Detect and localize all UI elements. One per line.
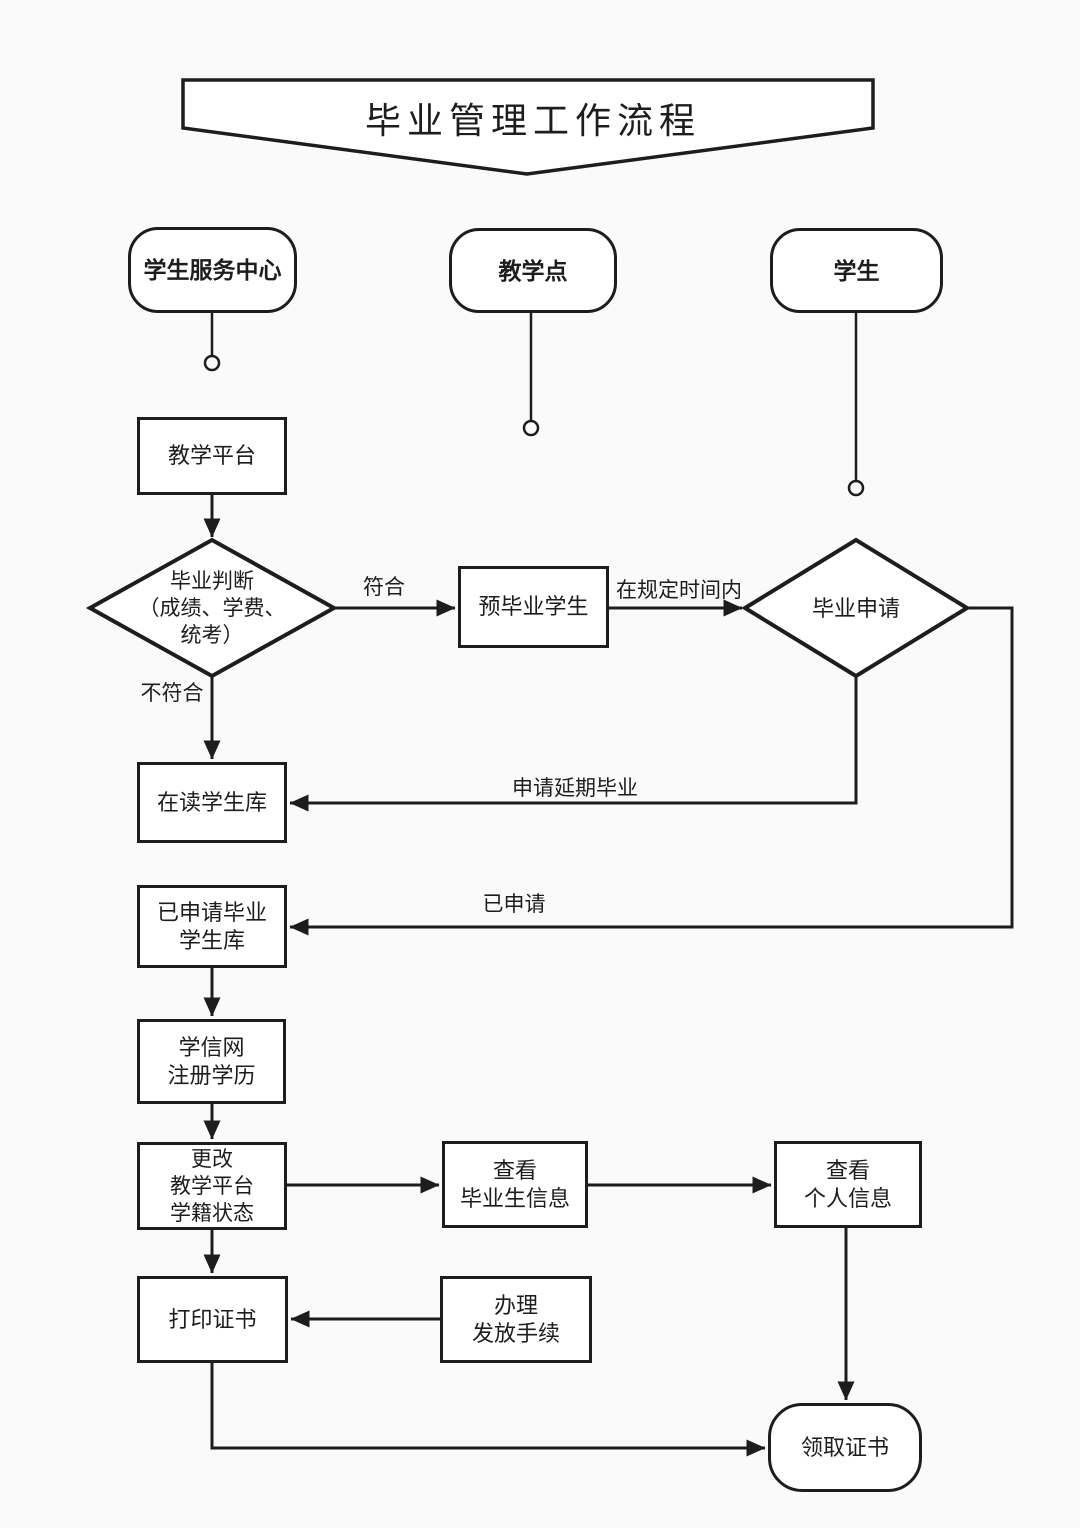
lifeline-end-student — [847, 479, 865, 497]
edge-apply-to-enrolled-db — [289, 676, 858, 812]
page-title: 毕业管理工作流程 — [364, 101, 701, 141]
diamond-label-graduation-judgment: 毕业判断 （成绩、学费、 统考） — [138, 569, 286, 647]
title-banner-shape — [181, 78, 875, 176]
lifeline-end-service-center — [203, 354, 221, 372]
node-view-personal-info: 查看 个人信息 — [774, 1141, 922, 1228]
node-applied-graduation-db: 已申请毕业 学生库 — [137, 885, 287, 968]
edge-label-qualified: 符合 — [363, 576, 405, 599]
lifeline-end-teaching-point — [522, 419, 540, 437]
diamond-label-graduation-apply: 毕业申请 — [811, 595, 900, 621]
node-xuexin-register-qualification: 学信网 注册学历 — [137, 1019, 286, 1104]
node-print-certificate: 打印证书 — [137, 1276, 288, 1363]
node-change-enrollment-status: 更改 教学平台 学籍状态 — [137, 1142, 287, 1230]
node-view-graduate-info: 查看 毕业生信息 — [442, 1141, 588, 1228]
edge-apply-to-applied-db — [289, 606, 1014, 936]
lane-header-student: 学生 — [770, 228, 943, 313]
lane-header-service-center: 学生服务中心 — [128, 227, 297, 313]
edge-label-apply-postpone: 申请延期毕业 — [512, 777, 638, 800]
lane-header-teaching-point: 教学点 — [449, 228, 617, 313]
diamond-graduation-apply — [741, 537, 971, 679]
node-pre-graduates: 预毕业学生 — [458, 566, 609, 648]
edge-printcert-to-receivecert — [210, 1363, 766, 1457]
edge-label-not-qualified: 不符合 — [140, 682, 204, 705]
diamond-graduation-judgment — [85, 537, 339, 679]
edge-label-applied: 已申请 — [482, 893, 546, 916]
node-teaching-platform: 教学平台 — [137, 417, 287, 495]
edge-label-within-time: 在规定时间内 — [616, 579, 742, 602]
node-receive-certificate: 领取证书 — [768, 1403, 922, 1492]
node-issuance-procedure: 办理 发放手续 — [440, 1276, 592, 1363]
node-enrolled-students-db: 在读学生库 — [137, 762, 287, 843]
